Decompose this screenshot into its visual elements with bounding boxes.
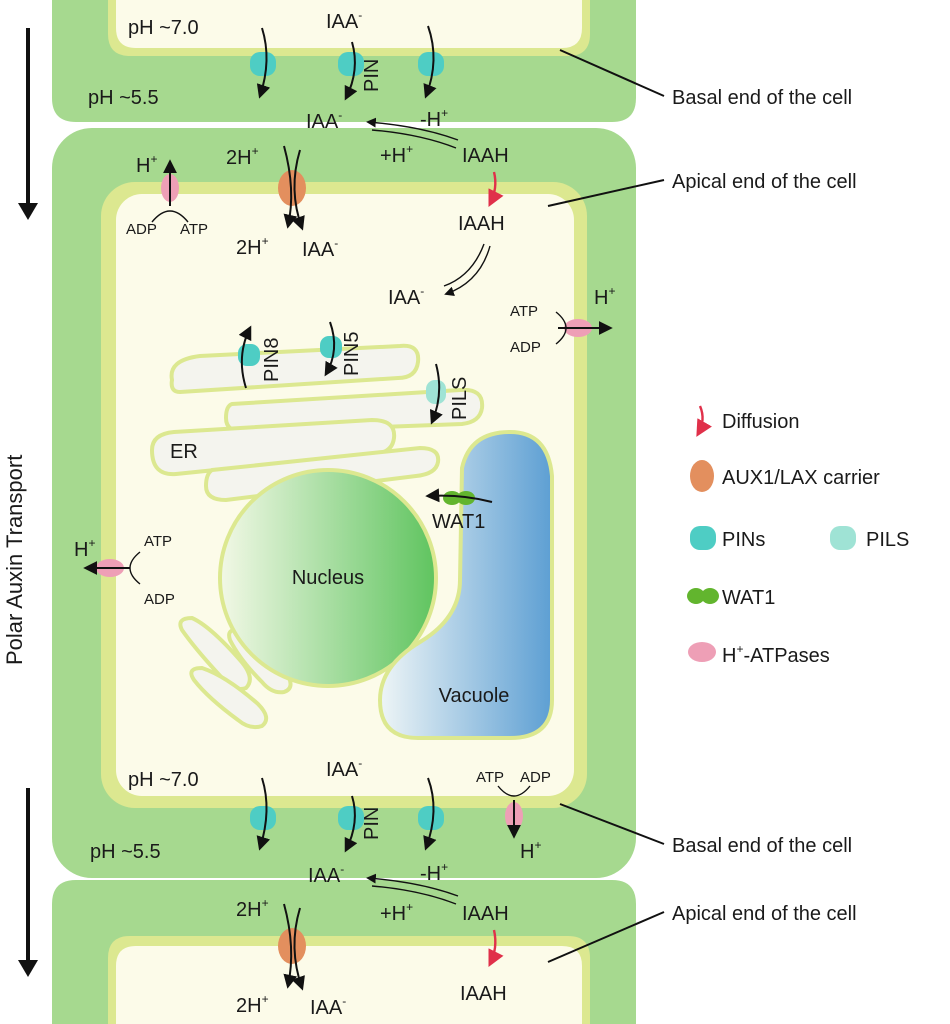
legend-pils-label: PILS [866, 529, 909, 551]
atp-left: ATP [144, 533, 172, 550]
adp-basal: ADP [520, 769, 551, 786]
nucleus [218, 468, 438, 688]
pin8-transporter: PIN8 [238, 325, 283, 389]
callout-basal-top: Basal end of the cell [672, 87, 852, 109]
callout-apical-bottom: Apical end of the cell [672, 903, 857, 925]
pin-label-top: PIN [361, 59, 383, 92]
pils-label: PILS [449, 377, 471, 420]
apoplast-lower: IAA- -H+ +H+ IAAH [308, 860, 509, 925]
ph-outside-top: pH ~5.5 [88, 87, 159, 109]
adp-right: ADP [510, 339, 541, 356]
pin8-label: PIN8 [261, 338, 283, 382]
iaa-in-lower: IAA- [310, 994, 346, 1019]
legend-atpase-label: H+-ATPases [722, 642, 830, 667]
pils-transporter: PILS [426, 363, 471, 425]
two-h-in-lower: 2H+ [236, 992, 269, 1017]
apoplast-upper: IAA- -H+ +H+ IAAH [306, 106, 509, 167]
legend-diffusion: Diffusion [696, 405, 799, 437]
middle-basal-pins [250, 777, 444, 853]
callouts: Basal end of the cell Apical end of the … [547, 49, 857, 963]
pin5-transporter: PIN5 [320, 321, 363, 377]
iaa-in-upper: IAA- [302, 236, 338, 261]
ph-inside-middle: pH ~7.0 [128, 769, 199, 791]
iaa-apoplast-upper: IAA- [306, 108, 342, 133]
top-cell-labels: pH ~7.0 pH ~5.5 IAA- PIN [88, 8, 383, 109]
atp-basal: ATP [476, 769, 504, 786]
two-h-in-upper: 2H+ [236, 234, 269, 259]
callout-apical-middle: Apical end of the cell [672, 171, 857, 193]
h-right: H+ [594, 284, 615, 309]
adp-left: ADP [144, 591, 175, 608]
atpase-right: ATP ADP H+ [510, 284, 615, 356]
minus-h-upper: -H+ [420, 106, 448, 131]
er-label: ER [170, 441, 198, 463]
legend-pins-label: PINs [722, 529, 765, 551]
iaah-cytosol-lower: IAAH [460, 983, 507, 1005]
two-h-out-upper: 2H+ [226, 144, 259, 169]
legend-wat1: WAT1 [687, 587, 775, 609]
atpase-basal: ATP ADP H+ [476, 769, 551, 863]
iaa-top: IAA- [326, 8, 362, 33]
adp-upper-left: ADP [126, 221, 157, 238]
nucleus-label: Nucleus [292, 567, 364, 589]
down-arrow-icon [18, 960, 38, 977]
middle-basal-labels: pH ~7.0 pH ~5.5 IAA- PIN [90, 756, 383, 863]
iaah-apoplast-upper: IAAH [462, 145, 509, 167]
legend-pins: PINs [690, 526, 765, 551]
pin5-label: PIN5 [341, 332, 363, 376]
iaah-apoplast-lower: IAAH [462, 903, 509, 925]
vacuole-label: Vacuole [439, 685, 510, 707]
legend-atpase: H+-ATPases [688, 642, 830, 667]
plus-h-upper: +H+ [380, 142, 413, 167]
legend-pils: PILS [830, 526, 909, 551]
legend-wat1-label: WAT1 [722, 587, 775, 609]
atp-upper-left: ATP [180, 221, 208, 238]
legend-aux1-label: AUX1/LAX carrier [722, 467, 880, 489]
wat1-label: WAT1 [432, 511, 485, 533]
side-label: Polar Auxin Transport [2, 455, 27, 665]
middle-apical-transport: 2H+ 2H+ IAA- IAAH IAA- H+ ADP ATP [126, 144, 505, 309]
iaah-cytosol-upper: IAAH [458, 213, 505, 235]
ph-outside-middle: pH ~5.5 [90, 841, 161, 863]
atpase-left: ATP ADP H+ [74, 533, 175, 608]
top-pins [250, 25, 444, 101]
h-left: H+ [74, 536, 95, 561]
two-h-out-lower: 2H+ [236, 896, 269, 921]
bottom-apical-transport: 2H+ 2H+ IAA- IAAH [236, 896, 507, 1019]
ph-inside-top: pH ~7.0 [128, 17, 199, 39]
callout-basal-middle: Basal end of the cell [672, 835, 852, 857]
pin-label-middle: PIN [361, 807, 383, 840]
iaa-cytosol: IAA- [388, 284, 424, 309]
down-arrow-icon [18, 203, 38, 220]
plus-h-lower: +H+ [380, 900, 413, 925]
h-basal: H+ [520, 838, 541, 863]
iaa-basal-middle: IAA- [326, 756, 362, 781]
minus-h-lower: -H+ [420, 860, 448, 885]
legend-diffusion-label: Diffusion [722, 411, 799, 433]
bottom-cell [52, 880, 636, 1024]
legend-aux1: AUX1/LAX carrier [690, 460, 880, 492]
vacuole [377, 429, 554, 740]
atp-right: ATP [510, 303, 538, 320]
polar-transport-indicator: Polar Auxin Transport [2, 28, 38, 977]
h-upper-left: H+ [136, 152, 157, 177]
iaa-apoplast-lower: IAA- [308, 862, 344, 887]
wat1-transporter: WAT1 [425, 488, 493, 533]
legend: Diffusion AUX1/LAX carrier PINs PILS WAT… [687, 405, 909, 667]
